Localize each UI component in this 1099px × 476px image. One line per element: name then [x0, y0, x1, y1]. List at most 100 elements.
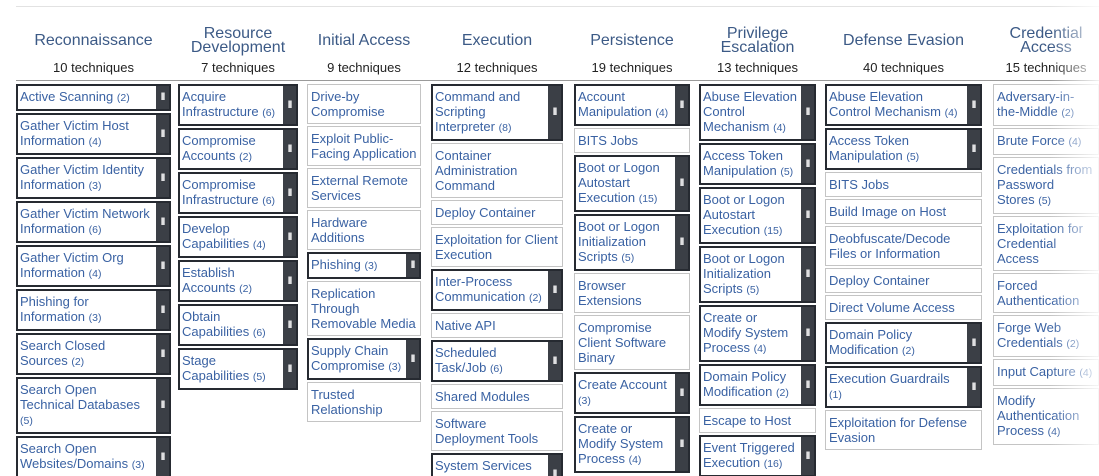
technique-cell[interactable]: Abuse Elevation Control Mechanism (4)ll	[825, 84, 982, 126]
expand-subtechniques-handle-icon[interactable]: ll	[156, 115, 169, 153]
expand-subtechniques-handle-icon[interactable]: ll	[156, 86, 169, 109]
technique-cell[interactable]: External Remote Services	[307, 168, 421, 208]
technique-cell[interactable]: Boot or Logon Autostart Execution (15)ll	[699, 187, 816, 244]
technique-cell[interactable]: Domain Policy Modification (2)ll	[699, 364, 816, 406]
technique-cell[interactable]: Supply Chain Compromise (3)ll	[307, 338, 421, 380]
technique-cell[interactable]: Command and Scripting Interpreter (8)ll	[431, 84, 563, 141]
technique-cell[interactable]: Gather Victim Host Information (4)ll	[16, 113, 171, 155]
expand-subtechniques-handle-icon[interactable]: ll	[406, 254, 419, 277]
technique-cell[interactable]: Native API	[431, 313, 563, 338]
expand-subtechniques-handle-icon[interactable]: ll	[548, 342, 561, 380]
technique-cell[interactable]: Replication Through Removable Media	[307, 281, 421, 336]
technique-cell[interactable]: Boot or Logon Autostart Execution (15)ll	[574, 155, 690, 212]
expand-subtechniques-handle-icon[interactable]: ll	[283, 130, 296, 168]
expand-subtechniques-handle-icon[interactable]: ll	[156, 159, 169, 197]
expand-subtechniques-handle-icon[interactable]: ll	[801, 366, 814, 404]
technique-cell[interactable]: Exploitation for Client Execution	[431, 227, 563, 267]
technique-cell[interactable]: Browser Extensions	[574, 273, 690, 313]
expand-subtechniques-handle-icon[interactable]: ll	[283, 306, 296, 344]
expand-subtechniques-handle-icon[interactable]: ll	[406, 340, 419, 378]
technique-cell[interactable]: Build Image on Host	[825, 199, 982, 224]
expand-subtechniques-handle-icon[interactable]: ll	[156, 291, 169, 329]
technique-cell[interactable]: Access Token Manipulation (5)ll	[825, 128, 982, 170]
technique-cell[interactable]: Gather Victim Network Information (6)ll	[16, 201, 171, 243]
technique-cell[interactable]: System Services (2)ll	[431, 453, 563, 476]
tactic-title[interactable]: Privilege Escalation	[720, 25, 795, 56]
expand-subtechniques-handle-icon[interactable]: ll	[675, 418, 688, 471]
technique-cell[interactable]: Boot or Logon Initialization Scripts (5)…	[699, 246, 816, 303]
technique-cell[interactable]: Establish Accounts (2)ll	[178, 260, 298, 302]
technique-cell[interactable]: Create or Modify System Process (4)ll	[699, 305, 816, 362]
technique-cell[interactable]: Direct Volume Access	[825, 295, 982, 320]
expand-subtechniques-handle-icon[interactable]: ll	[675, 86, 688, 124]
expand-subtechniques-handle-icon[interactable]: ll	[156, 438, 169, 476]
technique-cell[interactable]: Compromise Accounts (2)ll	[178, 128, 298, 170]
expand-subtechniques-handle-icon[interactable]: ll	[967, 368, 980, 406]
expand-subtechniques-handle-icon[interactable]: ll	[675, 374, 688, 412]
technique-cell[interactable]: Abuse Elevation Control Mechanism (4)ll	[699, 84, 816, 141]
technique-cell[interactable]: Develop Capabilities (4)ll	[178, 216, 298, 258]
technique-cell[interactable]: Credentials from Password Stores (5)	[993, 157, 1099, 214]
technique-cell[interactable]: Search Closed Sources (2)ll	[16, 333, 171, 375]
expand-subtechniques-handle-icon[interactable]: ll	[156, 247, 169, 285]
technique-cell[interactable]: Domain Policy Modification (2)ll	[825, 322, 982, 364]
technique-cell[interactable]: Brute Force (4)	[993, 128, 1099, 155]
technique-cell[interactable]: Drive-by Compromise	[307, 84, 421, 124]
expand-subtechniques-handle-icon[interactable]: ll	[548, 86, 561, 139]
tactic-title[interactable]: Reconnaissance	[34, 32, 153, 49]
tactic-title[interactable]: Defense Evasion	[843, 32, 964, 49]
technique-cell[interactable]: BITS Jobs	[574, 128, 690, 153]
expand-subtechniques-handle-icon[interactable]: ll	[283, 86, 296, 124]
tactic-title[interactable]: Execution	[461, 32, 533, 49]
expand-subtechniques-handle-icon[interactable]: ll	[283, 218, 296, 256]
technique-cell[interactable]: Access Token Manipulation (5)ll	[699, 143, 816, 185]
expand-subtechniques-handle-icon[interactable]: ll	[675, 157, 688, 210]
technique-cell[interactable]: Acquire Infrastructure (6)ll	[178, 84, 298, 126]
expand-subtechniques-handle-icon[interactable]: ll	[967, 130, 980, 168]
expand-subtechniques-handle-icon[interactable]: ll	[801, 189, 814, 242]
expand-subtechniques-handle-icon[interactable]: ll	[283, 350, 296, 388]
expand-subtechniques-handle-icon[interactable]: ll	[967, 86, 980, 124]
technique-cell[interactable]: Adversary-in-the-Middle (2)	[993, 84, 1099, 126]
technique-cell[interactable]: Event Triggered Execution (16)ll	[699, 435, 816, 476]
technique-cell[interactable]: Hardware Additions	[307, 210, 421, 250]
expand-subtechniques-handle-icon[interactable]: ll	[801, 307, 814, 360]
technique-cell[interactable]: Gather Victim Org Information (4)ll	[16, 245, 171, 287]
technique-cell[interactable]: Scheduled Task/Job (6)ll	[431, 340, 563, 382]
expand-subtechniques-handle-icon[interactable]: ll	[801, 145, 814, 183]
expand-subtechniques-handle-icon[interactable]: ll	[283, 262, 296, 300]
technique-cell[interactable]: Forced Authentication	[993, 273, 1099, 313]
technique-cell[interactable]: Compromise Infrastructure (6)ll	[178, 172, 298, 214]
technique-cell[interactable]: Obtain Capabilities (6)ll	[178, 304, 298, 346]
technique-cell[interactable]: Account Manipulation (4)ll	[574, 84, 690, 126]
technique-cell[interactable]: BITS Jobs	[825, 172, 982, 197]
technique-cell[interactable]: Search Open Websites/Domains (3)ll	[16, 436, 171, 476]
technique-cell[interactable]: Execution Guardrails (1)ll	[825, 366, 982, 408]
technique-cell[interactable]: Create Account (3)ll	[574, 372, 690, 414]
expand-subtechniques-handle-icon[interactable]: ll	[675, 216, 688, 269]
technique-cell[interactable]: Deploy Container	[825, 268, 982, 293]
tactic-title[interactable]: Credential Access	[1009, 25, 1083, 56]
technique-cell[interactable]: Phishing (3)ll	[307, 252, 421, 279]
technique-cell[interactable]: Compromise Client Software Binary	[574, 315, 690, 370]
expand-subtechniques-handle-icon[interactable]: ll	[548, 271, 561, 309]
expand-subtechniques-handle-icon[interactable]: ll	[283, 174, 296, 212]
technique-cell[interactable]: Inter-Process Communication (2)ll	[431, 269, 563, 311]
technique-cell[interactable]: Container Administration Command	[431, 143, 563, 198]
expand-subtechniques-handle-icon[interactable]: ll	[156, 335, 169, 373]
technique-cell[interactable]: Input Capture (4)	[993, 359, 1099, 386]
technique-cell[interactable]: Search Open Technical Databases (5)ll	[16, 377, 171, 434]
technique-cell[interactable]: Deobfuscate/Decode Files or Information	[825, 226, 982, 266]
tactic-title[interactable]: Resource Development	[190, 25, 286, 56]
technique-cell[interactable]: Phishing for Information (3)ll	[16, 289, 171, 331]
technique-cell[interactable]: Forge Web Credentials (2)	[993, 315, 1099, 357]
technique-cell[interactable]: Boot or Logon Initialization Scripts (5)…	[574, 214, 690, 271]
technique-cell[interactable]: Exploitation for Defense Evasion	[825, 410, 982, 450]
technique-cell[interactable]: Create or Modify System Process (4)ll	[574, 416, 690, 473]
expand-subtechniques-handle-icon[interactable]: ll	[801, 248, 814, 301]
expand-subtechniques-handle-icon[interactable]: ll	[156, 203, 169, 241]
technique-cell[interactable]: Software Deployment Tools	[431, 411, 563, 451]
technique-cell[interactable]: Exploit Public-Facing Application	[307, 126, 421, 166]
technique-cell[interactable]: Modify Authentication Process (4)	[993, 388, 1099, 445]
technique-cell[interactable]: Gather Victim Identity Information (3)ll	[16, 157, 171, 199]
